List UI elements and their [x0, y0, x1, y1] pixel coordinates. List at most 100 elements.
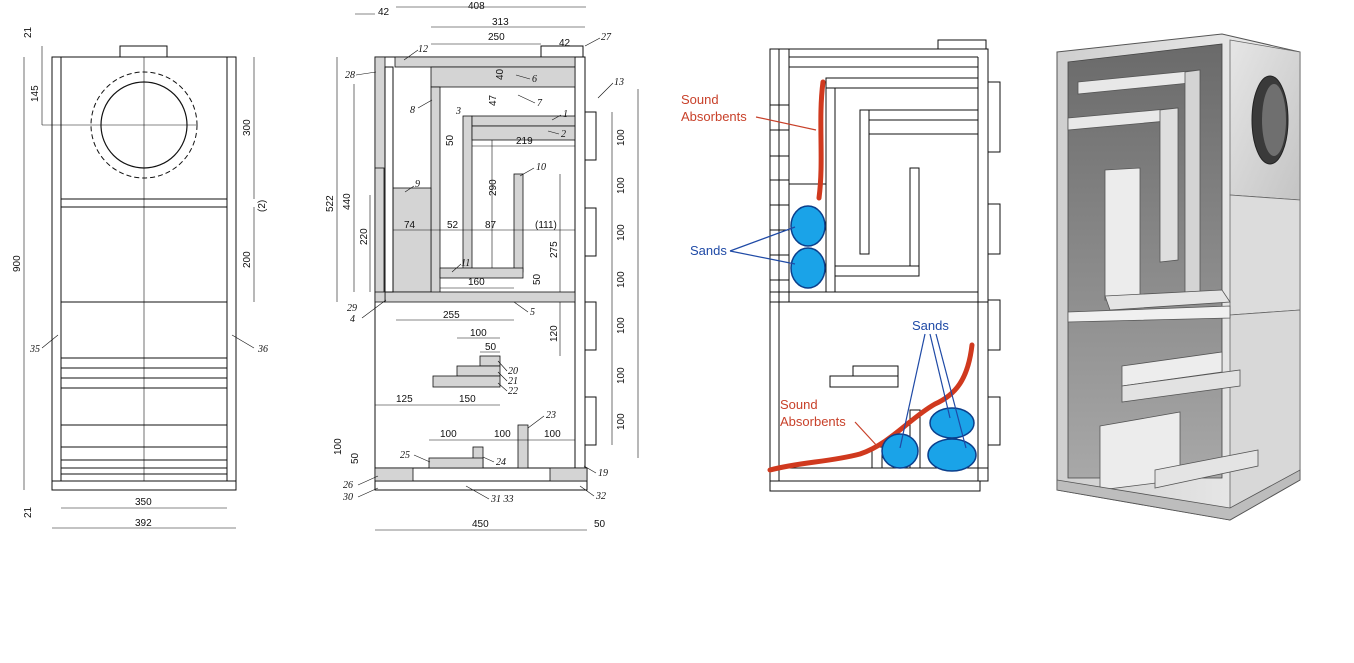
dim-313: 313: [492, 17, 509, 28]
label-sound-absorbents-bottom-line2: Absorbents: [780, 414, 846, 429]
dim-220: 220: [359, 228, 370, 245]
annotated-ribs: [987, 81, 1001, 446]
dim-right-100-7: 100: [616, 413, 627, 430]
dim-right-100-6: 100: [616, 367, 627, 384]
annotated-base-plate: [769, 480, 981, 492]
dim-125: 125: [396, 394, 413, 405]
part-label-9: 9: [415, 179, 420, 190]
sound-absorbent-upper: [816, 79, 826, 201]
sand-bag-5: [927, 438, 977, 472]
step-21: [456, 365, 501, 377]
part-label-2: 2: [561, 129, 566, 140]
front-view: 21 145 300 (2) 200 900 21 350 392 35 36: [12, 26, 268, 529]
part-label-36: 36: [257, 344, 268, 355]
dim-outer-width: 392: [135, 518, 152, 529]
dim-50-width: 50: [594, 519, 606, 530]
board-26: [374, 467, 414, 482]
board-2: [471, 125, 576, 141]
board-11: [439, 267, 524, 279]
dim-50: 50: [445, 134, 456, 146]
part-label-24: 24: [496, 457, 506, 468]
rendered-3d-view: [1056, 33, 1301, 521]
dim-right-100-2: 100: [616, 177, 627, 194]
dim-120: 120: [549, 325, 560, 342]
dim-50-mid: 50: [485, 342, 497, 353]
top-port-tab: [119, 45, 168, 58]
dim-upper-height: 300: [242, 119, 253, 136]
part-label-19: 19: [598, 468, 608, 479]
part-label-11: 11: [461, 258, 470, 269]
part-label-13: 13: [614, 77, 624, 88]
dim-450: 450: [472, 519, 489, 530]
board-inner-side: [384, 66, 394, 293]
part-label-26: 26: [343, 480, 353, 491]
render-driver-hole-inner: [1262, 84, 1286, 156]
board-23: [517, 424, 529, 469]
annotated-left-slats: [770, 104, 789, 281]
driver-cutout-dashed-circle: [90, 71, 198, 179]
dim-inner-width: 350: [135, 497, 152, 508]
dim-87: 87: [485, 220, 497, 231]
dim-42-left: 42: [378, 7, 390, 18]
base-plate: [374, 480, 588, 491]
dim-522: 522: [325, 195, 336, 212]
dim-total-height: 900: [12, 255, 23, 272]
board-9: [392, 187, 432, 293]
dim-440: 440: [342, 193, 353, 210]
label-sands-left: Sands: [690, 243, 727, 258]
dim-right-100-5: 100: [616, 317, 627, 334]
front-baffle-panel: [574, 56, 586, 469]
annotated-view: Sound Absorbents Sands Sands Sound Absor…: [681, 39, 1001, 492]
render-baffle-lower: [1229, 309, 1301, 521]
sound-absorbent-lower: [767, 342, 975, 473]
front-ribs: [584, 111, 597, 446]
part-label-32: 32: [595, 491, 606, 502]
board-25: [428, 457, 484, 469]
dim-250: 250: [488, 32, 505, 43]
part-label-25: 25: [400, 450, 410, 461]
step-20: [479, 355, 501, 367]
dim-50b: 50: [532, 273, 543, 285]
dim-160: 160: [468, 277, 485, 288]
dim-bottom-plate: 21: [23, 506, 34, 518]
part-label-35: 35: [29, 344, 40, 355]
dim-290: 290: [488, 179, 499, 196]
dim-100-bottom-c: 100: [544, 429, 561, 440]
part-label-10: 10: [536, 162, 546, 173]
dim-74: 74: [404, 220, 416, 231]
render-baffle-mid: [1229, 194, 1301, 316]
dim-100-bottom-a: 100: [440, 429, 457, 440]
part-label-27: 27: [601, 32, 612, 43]
dim-100-bottom-b: 100: [494, 429, 511, 440]
step-22: [432, 375, 501, 388]
board-32: [549, 467, 588, 482]
dim-150: 150: [459, 394, 476, 405]
part-label-28: 28: [345, 70, 355, 81]
sand-bag-4: [929, 407, 975, 439]
label-sound-absorbents-bottom-line1: Sound: [780, 397, 818, 412]
part-label-5: 5: [530, 307, 535, 318]
dim-driver-offset: 145: [30, 85, 41, 102]
part-label-31-33: 31 33: [490, 494, 514, 505]
board-8: [430, 86, 441, 298]
dim-275: 275: [549, 241, 560, 258]
part-label-8: 8: [410, 105, 415, 116]
dim-408: 408: [468, 1, 485, 12]
dim-right-100-1: 100: [616, 129, 627, 146]
dim-40: 40: [495, 68, 506, 80]
dim-mid-height: 200: [242, 251, 253, 268]
board-6: [430, 66, 576, 88]
part-label-20: 20: [508, 366, 518, 377]
part-label-30: 30: [342, 492, 353, 503]
part-label-3: 3: [455, 106, 461, 117]
part-label-22: 22: [508, 386, 518, 397]
part-label-12: 12: [418, 44, 428, 55]
front-slats: [61, 357, 227, 475]
dim-100-mid: 100: [470, 328, 487, 339]
dim-right-100-4: 100: [616, 271, 627, 288]
label-sands-right: Sands: [912, 318, 949, 333]
part-label-4: 4: [350, 314, 355, 325]
dim-right-100-3: 100: [616, 224, 627, 241]
dim-top-plate: 21: [23, 26, 34, 38]
